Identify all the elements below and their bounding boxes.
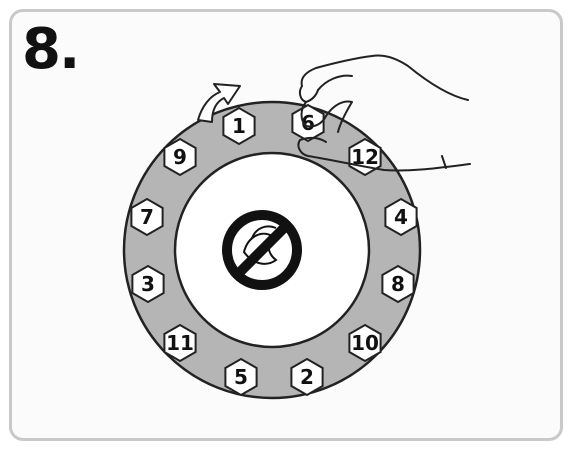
- marker-number: 7: [140, 205, 154, 229]
- inner-disc: [175, 153, 369, 347]
- marker-number: 9: [173, 145, 187, 169]
- marker-number: 2: [300, 365, 314, 389]
- marker-number: 8: [391, 272, 405, 296]
- marker-number: 5: [234, 365, 248, 389]
- marker-number: 1: [232, 114, 246, 138]
- marker-number: 10: [351, 331, 379, 355]
- marker-number: 11: [166, 331, 194, 355]
- marker-number: 3: [141, 272, 155, 296]
- marker-number: 4: [394, 205, 408, 229]
